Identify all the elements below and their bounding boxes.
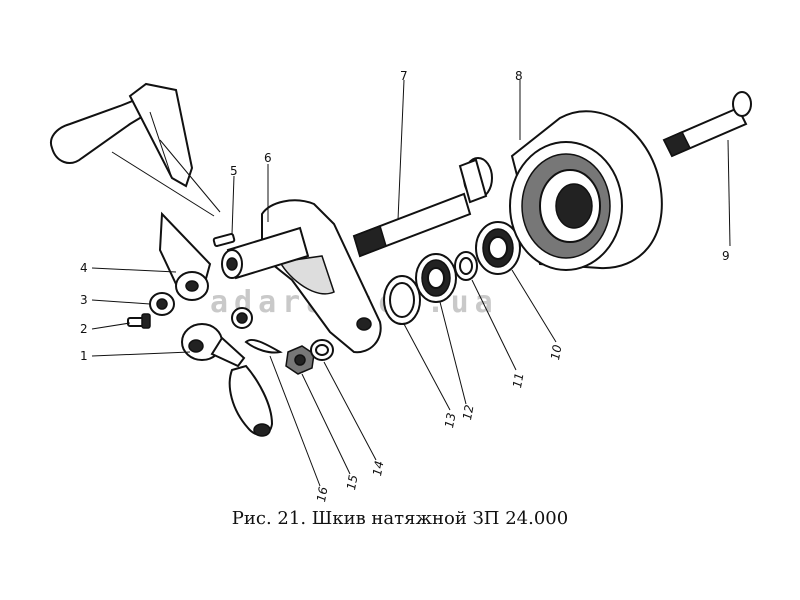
axle-7 [352, 157, 493, 258]
bracket-4 [158, 211, 212, 301]
crank-arm-1 [181, 323, 274, 437]
label-7: 7 [400, 69, 408, 83]
cotter-pin-16 [244, 338, 283, 354]
lever-plate-6 [221, 199, 382, 354]
label-11: 11 [510, 372, 526, 389]
label-10: 10 [548, 343, 565, 361]
washer-14 [310, 339, 334, 361]
washer-small [231, 307, 253, 329]
castle-nut-15 [285, 345, 315, 375]
crank-handle-upper [50, 82, 194, 188]
label-16: 16 [314, 485, 331, 503]
leader-lines [91, 79, 731, 487]
part-labels: 1 2 3 4 5 6 7 8 9 10 11 12 13 14 15 16 [80, 69, 730, 503]
label-5: 5 [230, 164, 238, 178]
label-2: 2 [80, 322, 88, 336]
bolt-9 [662, 91, 752, 158]
bearing-12 [415, 253, 457, 303]
label-1: 1 [80, 349, 88, 363]
snap-ring-13 [383, 275, 421, 325]
label-15: 15 [344, 474, 360, 491]
label-8: 8 [515, 69, 523, 83]
pin-5 [212, 232, 236, 248]
label-12: 12 [460, 404, 476, 421]
guide-lines [111, 139, 221, 217]
label-13: 13 [442, 412, 458, 429]
spacer-11 [454, 251, 478, 281]
figure-caption: Рис. 21. Шкив натяжной ЗП 24.000 [231, 508, 569, 529]
label-4: 4 [80, 261, 88, 275]
label-3: 3 [80, 293, 88, 307]
pulley-8 [509, 110, 663, 271]
label-9: 9 [722, 249, 730, 263]
label-14: 14 [370, 460, 386, 477]
washer-3 [149, 292, 175, 316]
label-6: 6 [264, 151, 272, 165]
bearing-10 [475, 221, 521, 275]
screw-2 [127, 313, 151, 329]
